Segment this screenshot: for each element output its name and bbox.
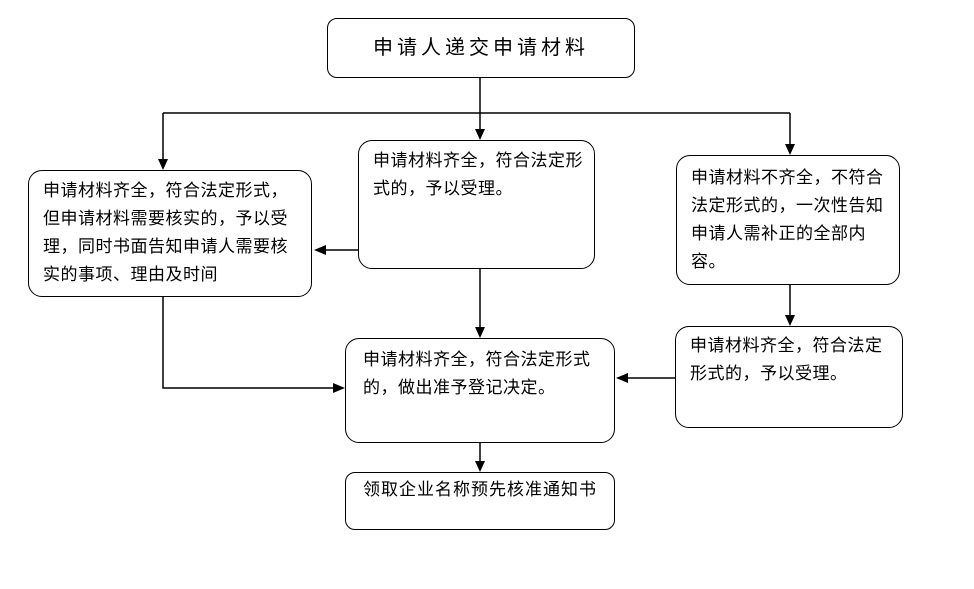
node-label: 领取企业名称预先核准通知书 [363, 480, 597, 499]
arrowhead-down-icon [785, 315, 795, 326]
node-label: 申请材料齐全，符合法定形式， 但申请材料需要核实的，予以受 理，同时书面告知申请… [43, 181, 288, 284]
edge-decision-to-receive [475, 443, 485, 472]
node-receive-approval-notice: 领取企业名称预先核准通知书 [345, 472, 615, 530]
node-label: 申请材料齐全，符合法定 形式的，予以受理。 [690, 336, 883, 383]
node-label: 申请材料齐全，符合法定形 式的，予以受理。 [373, 151, 583, 198]
arrowhead-down-icon [785, 144, 795, 155]
edge-submit-to-verify-accept [158, 113, 168, 170]
node-accept-with-verification: 申请材料齐全，符合法定形式， 但申请材料需要核实的，予以受 理，同时书面告知申请… [28, 170, 312, 297]
arrowhead-down-icon [475, 461, 485, 472]
node-label: 申请材料齐全，符合法定形式 的，做出准予登记决定。 [363, 350, 591, 397]
arrowhead-left-icon [314, 245, 326, 255]
arrowhead-right-icon [333, 383, 345, 393]
node-incomplete-notify-corrections: 申请材料不齐全，不符合 法定形式的，一次性告知 申请人需补正的全部内 容。 [676, 155, 900, 285]
arrowhead-down-icon [475, 327, 485, 338]
node-label: 申请材料不齐全，不符合 法定形式的，一次性告知 申请人需补正的全部内 容。 [691, 168, 884, 271]
edge-verify-accept-to-decision [162, 297, 345, 393]
node-accept-after-correction: 申请材料齐全，符合法定 形式的，予以受理。 [675, 326, 903, 428]
node-approve-registration-decision: 申请材料齐全，符合法定形式 的，做出准予登记决定。 [345, 338, 615, 443]
edge-submit-to-accept [475, 113, 485, 140]
node-label: 申请人递交申请材料 [373, 37, 589, 59]
edge-submit-to-reject-notify [785, 113, 795, 155]
node-submit-application: 申请人递交申请材料 [327, 18, 635, 78]
edge-accept-to-verify-accept [314, 245, 358, 255]
arrowhead-left-icon [616, 373, 628, 383]
arrowhead-down-icon [475, 129, 485, 140]
edge-reject-notify-to-accept-corrected [785, 285, 795, 326]
arrowhead-down-icon [158, 159, 168, 170]
edge-submit-branch [163, 78, 790, 114]
node-accept: 申请材料齐全，符合法定形 式的，予以受理。 [358, 140, 595, 269]
edge-accept-corrected-to-decision [616, 373, 675, 383]
edge-accept-to-decision [475, 269, 485, 338]
